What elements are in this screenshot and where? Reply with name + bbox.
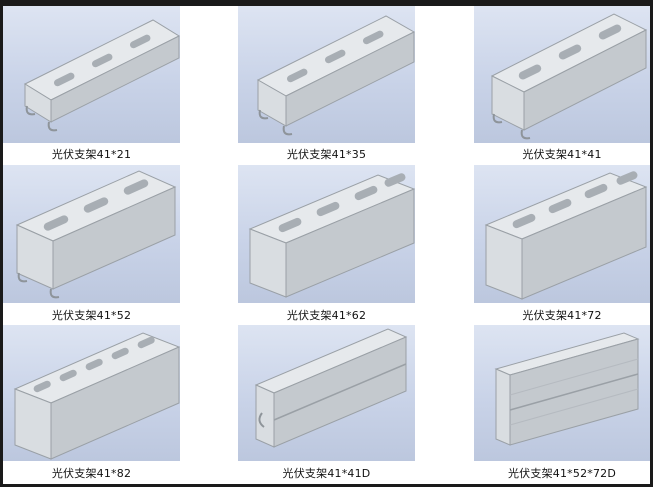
product-image (238, 325, 415, 461)
product-caption: 光伏支架41*52 (51, 309, 132, 322)
channel-drawing-41x35 (256, 15, 415, 136)
product-card-41x52x72d[interactable]: 光伏支架41*52*72D (474, 325, 650, 483)
product-card-41x41[interactable]: 光伏支架41*41 (474, 6, 650, 166)
product-image (238, 6, 415, 143)
channel-drawing-41x82 (13, 332, 180, 460)
product-card-41x21[interactable]: 光伏支架41*21 (3, 6, 180, 166)
product-card-41x41d[interactable]: 光伏支架41*41D (238, 325, 415, 483)
product-card-41x62[interactable]: 光伏支架41*62 (238, 165, 415, 325)
window-frame-top (0, 0, 653, 6)
product-card-41x35[interactable]: 光伏支架41*35 (238, 6, 415, 166)
channel-drawing-41x41 (490, 13, 648, 140)
product-image (238, 165, 415, 303)
product-image (3, 6, 180, 143)
product-caption: 光伏支架41*41D (282, 467, 371, 480)
channel-drawing-41x62 (248, 173, 415, 298)
product-caption: 光伏支架41*35 (286, 148, 367, 161)
window-frame-left (0, 0, 3, 487)
product-image (474, 6, 650, 143)
product-image (3, 165, 180, 303)
product-card-41x52[interactable]: 光伏支架41*52 (3, 165, 180, 325)
channel-drawing-41x52x72d (494, 332, 640, 446)
product-caption: 光伏支架41*41 (522, 148, 602, 161)
channel-drawing-41x21 (23, 19, 180, 132)
product-image (3, 325, 180, 461)
window-frame-bottom (0, 484, 653, 487)
window-frame-right (650, 0, 653, 487)
product-card-41x82[interactable]: 光伏支架41*82 (3, 325, 180, 483)
product-caption: 光伏支架41*52*72D (507, 467, 617, 480)
product-card-41x72[interactable]: 光伏支架41*72 (474, 165, 650, 325)
channel-drawing-41x72 (484, 171, 648, 300)
product-image (474, 165, 650, 303)
product-image (474, 325, 650, 461)
channel-drawing-41x41d (254, 328, 408, 448)
product-caption: 光伏支架41*62 (286, 309, 367, 322)
product-caption: 光伏支架41*82 (51, 467, 132, 480)
product-caption: 光伏支架41*21 (51, 148, 132, 161)
product-caption: 光伏支架41*72 (522, 309, 602, 322)
channel-drawing-41x52 (15, 170, 177, 299)
